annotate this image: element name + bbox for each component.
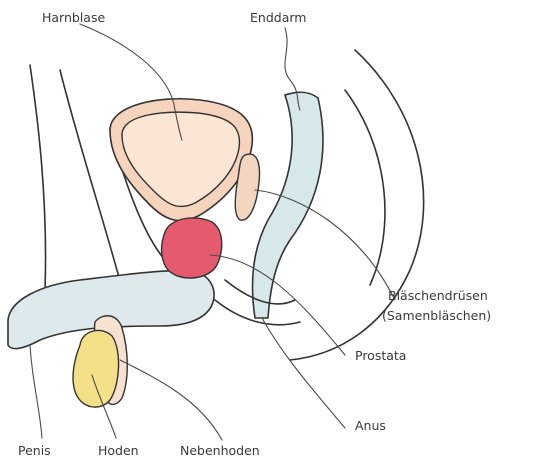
leader-anus: [262, 318, 345, 428]
label-prostata: Prostata: [355, 348, 406, 363]
label-nebenhoden: Nebenhoden: [180, 443, 260, 458]
label-harnblase: Harnblase: [42, 10, 105, 25]
testis: [73, 330, 119, 407]
label-hoden: Hoden: [98, 443, 139, 458]
label-penis: Penis: [18, 443, 51, 458]
label-blaeschendruesen: Bläschendrüsen: [388, 288, 488, 303]
body-contour-inner: [345, 90, 385, 285]
label-samenblaeschen: (Samenbläschen): [382, 308, 491, 323]
rectum: [253, 92, 323, 318]
label-anus: Anus: [355, 418, 386, 433]
leader-penis: [30, 345, 42, 438]
abdominal-wall-line: [30, 65, 46, 290]
leader-nebenhoden: [120, 360, 222, 440]
label-enddarm: Enddarm: [250, 10, 306, 25]
leader-prostata: [210, 255, 345, 355]
prostate: [162, 218, 222, 278]
pubic-line: [60, 70, 125, 300]
